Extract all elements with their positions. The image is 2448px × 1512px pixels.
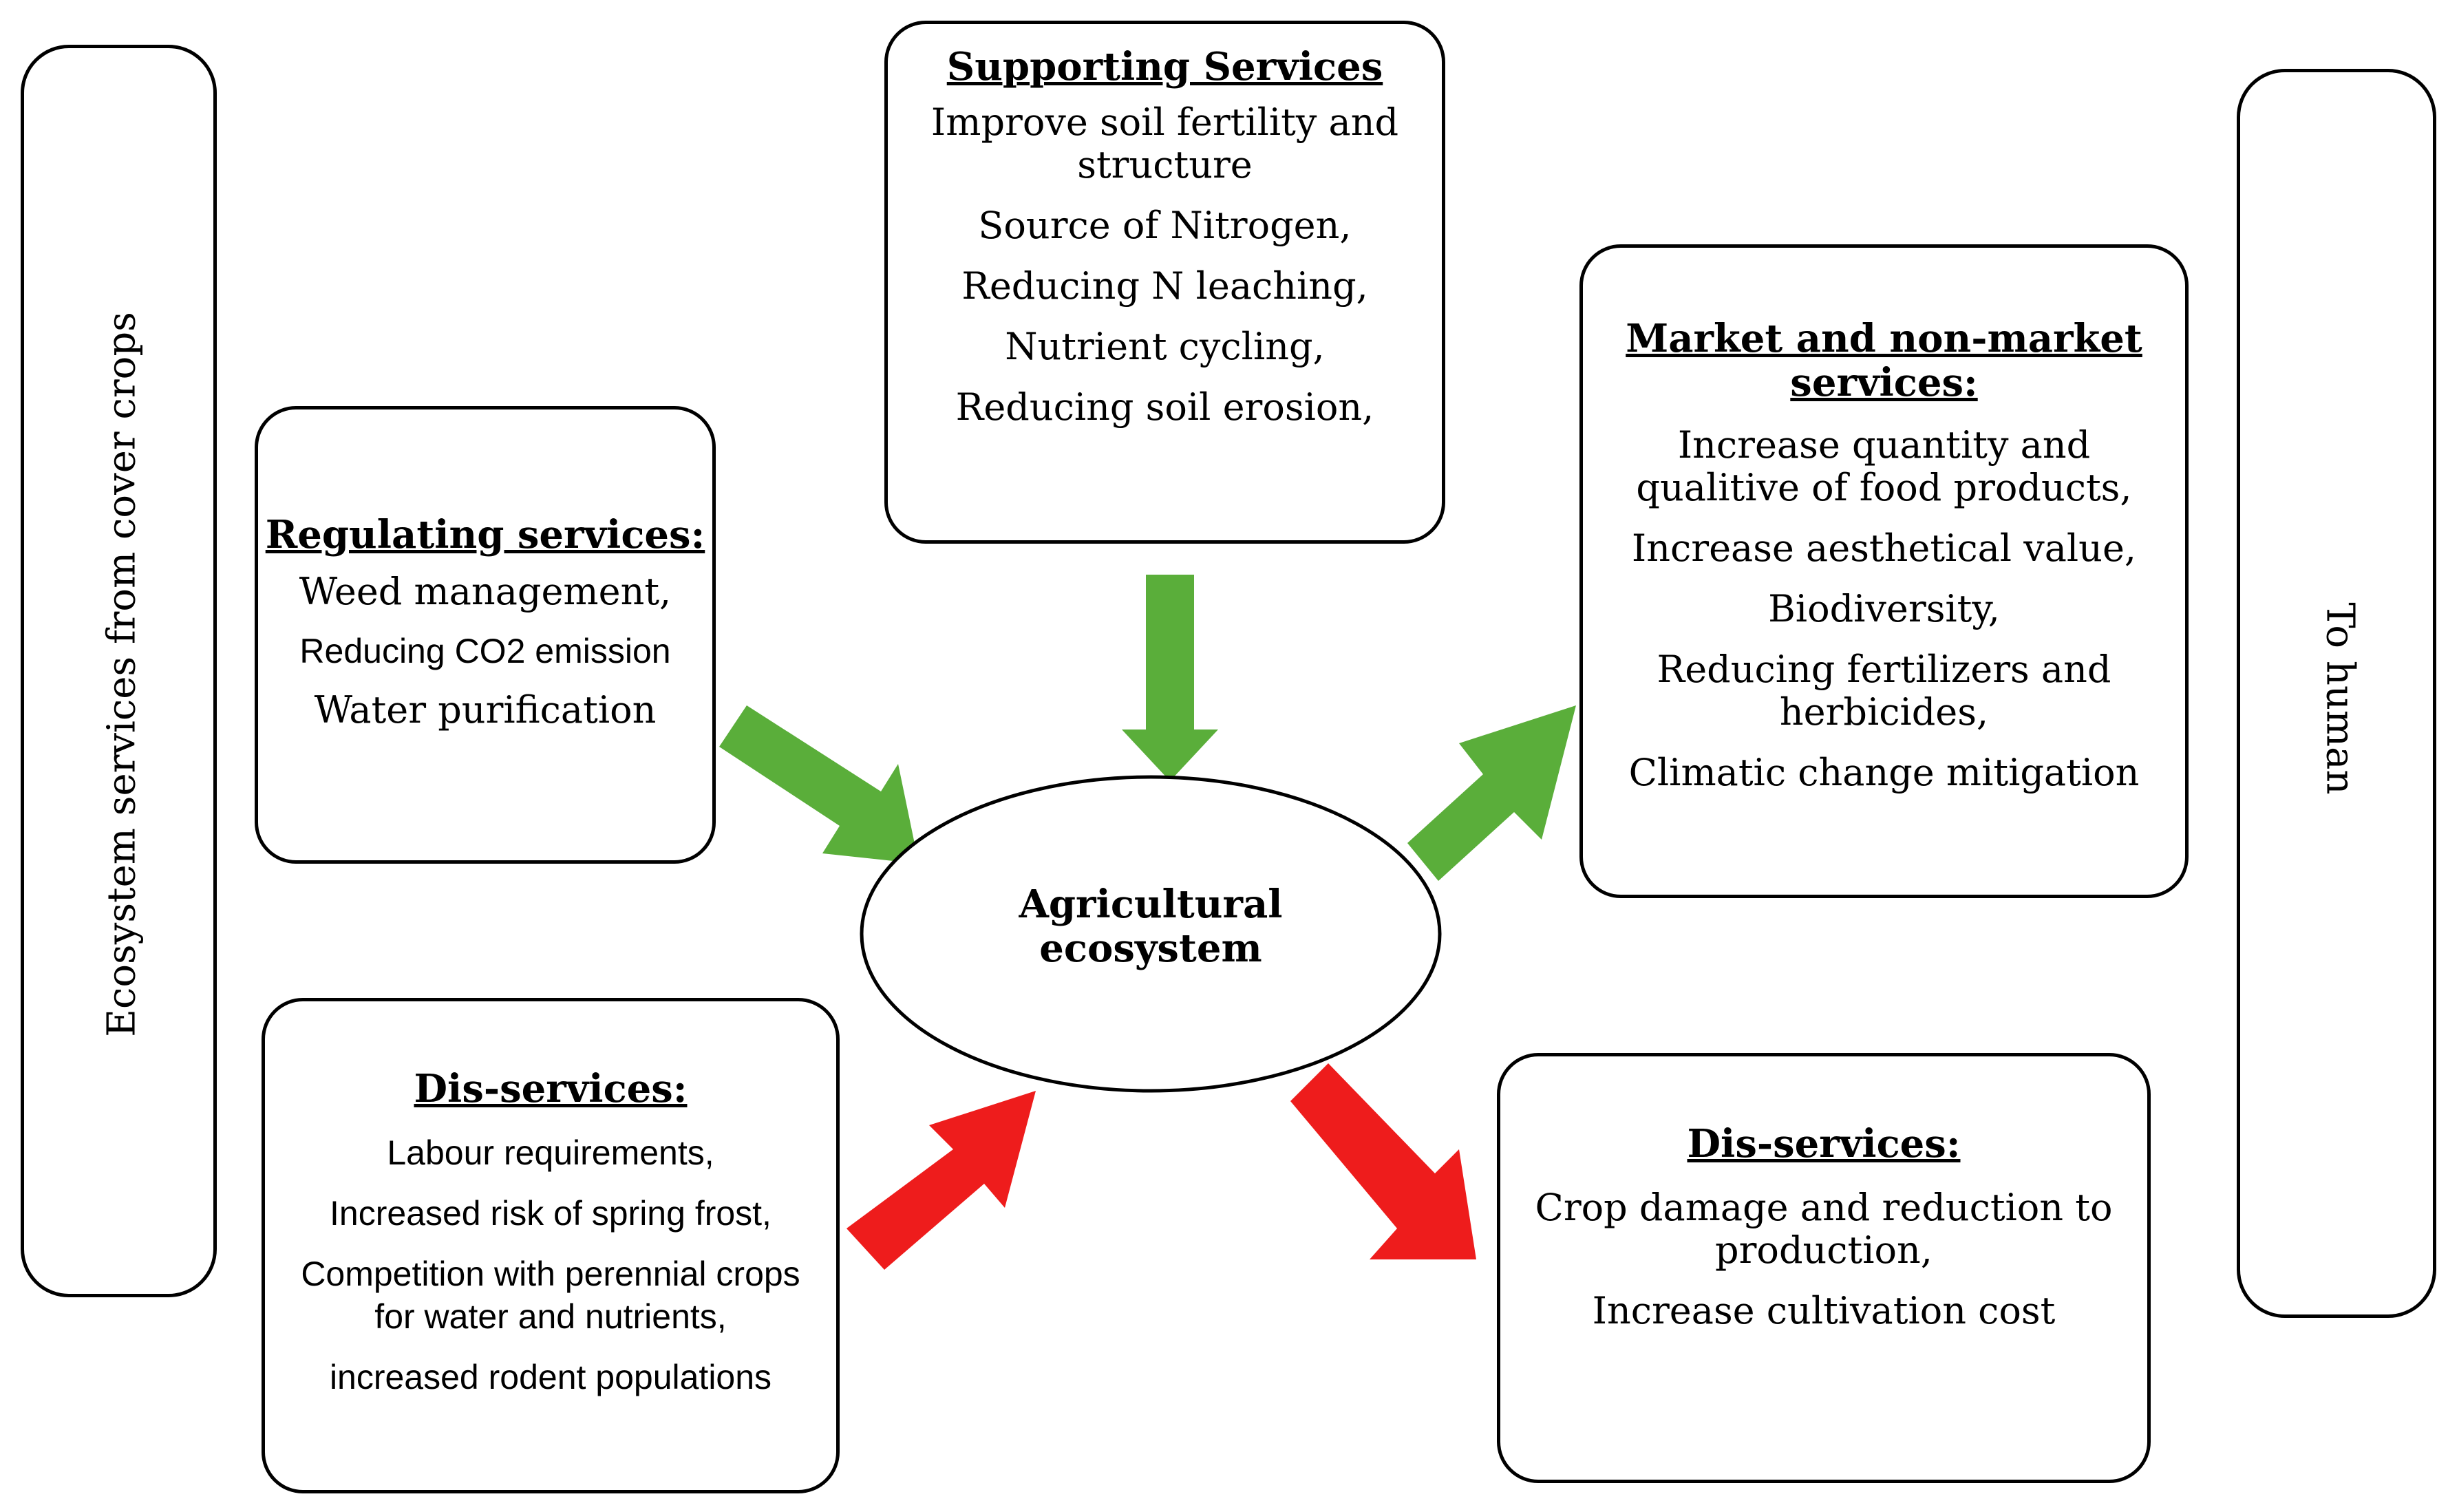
market-item: Biodiversity, xyxy=(1768,587,2000,630)
disservices-right-title: Dis-services: xyxy=(1687,1121,1961,1167)
disservices-left-item: Increased risk of spring frost, xyxy=(330,1194,771,1233)
regulating-item: Water purification xyxy=(314,688,657,732)
disservices-left-item: Labour requirements, xyxy=(387,1133,714,1172)
regulating-services-box: Regulating services: Weed management, Re… xyxy=(255,406,716,864)
supporting-item: Improve soil fertility and structure xyxy=(930,100,1399,187)
arrow-supporting-to-ecosystem xyxy=(1122,575,1218,781)
market-item: Climatic change mitigation xyxy=(1628,751,2140,794)
disservices-left-title: Dis-services: xyxy=(414,1066,688,1111)
market-services-title: Market and non-market services: xyxy=(1626,316,2142,405)
supporting-item: Reducing N leaching, xyxy=(961,264,1368,308)
disservices-right-item: Increase cultivation cost xyxy=(1592,1289,2056,1332)
market-item: Increase aesthetical value, xyxy=(1631,526,2137,570)
disservices-right-box: Dis-services: Crop damage and reduction … xyxy=(1497,1053,2151,1483)
agricultural-ecosystem-ellipse xyxy=(860,775,1442,1093)
supporting-item: Reducing soil erosion, xyxy=(955,385,1374,429)
disservices-right-item: Crop damage and reduction to production, xyxy=(1535,1186,2113,1272)
supporting-services-title: Supporting Services xyxy=(946,44,1383,89)
left-side-panel: Ecosystem services from cover crops xyxy=(21,45,217,1297)
market-item: Reducing fertilizers and herbicides, xyxy=(1657,648,2111,734)
agricultural-ecosystem-label: Agricultural ecosystem xyxy=(944,882,1357,970)
regulating-item: Reducing CO2 emission xyxy=(299,632,671,670)
center-label-line2: ecosystem xyxy=(1039,926,1262,971)
regulating-services-title: Regulating services: xyxy=(265,512,705,557)
arrow-disservices-left-to-ecosystem xyxy=(847,1091,1036,1270)
right-side-panel: To human xyxy=(2237,69,2436,1318)
arrow-regulating-to-ecosystem xyxy=(719,705,919,864)
arrow-ecosystem-to-market xyxy=(1407,705,1576,881)
supporting-item: Nutrient cycling, xyxy=(1005,325,1325,368)
market-services-box: Market and non-market services: Increase… xyxy=(1579,244,2189,898)
disservices-left-box: Dis-services: Labour requirements, Incre… xyxy=(262,998,840,1493)
disservices-left-item: Competition with perennial crops for wat… xyxy=(301,1255,800,1336)
regulating-item: Weed management, xyxy=(299,570,672,613)
market-item: Increase quantity and qualitive of food … xyxy=(1636,423,2132,509)
center-label-line1: Agricultural xyxy=(1019,882,1283,927)
arrow-ecosystem-to-disservices-right xyxy=(1290,1063,1476,1259)
disservices-left-item: increased rodent populations xyxy=(329,1358,772,1396)
supporting-item: Source of Nitrogen, xyxy=(978,204,1352,247)
supporting-services-box: Supporting Services Improve soil fertili… xyxy=(884,21,1445,544)
